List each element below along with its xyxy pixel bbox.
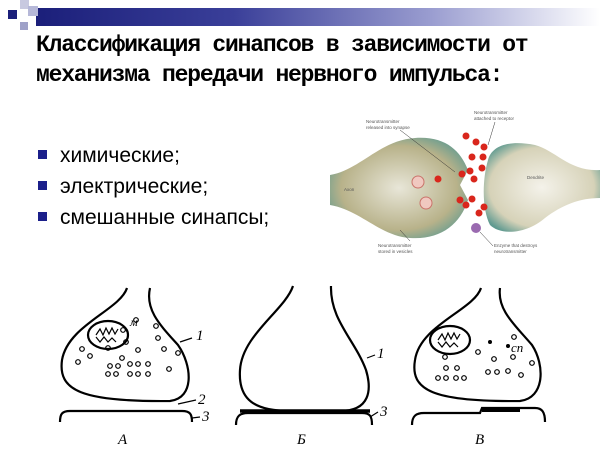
bullet-text: электрические; [60, 175, 209, 198]
label-3: 3 [379, 404, 388, 420]
label-3: 3 [201, 409, 210, 425]
label-enzyme: Enzyme that destroys [494, 243, 538, 248]
decor-square [8, 10, 17, 19]
bullet-item: электрические; [36, 171, 269, 202]
label-attached: Neurotransmitter [474, 110, 508, 115]
decor-square [28, 6, 38, 16]
label-1: 1 [196, 328, 204, 344]
label-stored: Neurotransmitter [378, 243, 412, 248]
label-1: 1 [377, 346, 385, 362]
label-enzyme-2: neurotransmitter [494, 249, 527, 254]
decor-square [20, 22, 28, 30]
label-stored-2: stored in vesicles [378, 249, 413, 254]
bullet-text: химические; [60, 144, 180, 167]
bullet-square-icon [38, 212, 47, 221]
label-axon: Axon [344, 187, 355, 192]
synapse-illustration: Neurotransmitter released into synapse N… [330, 110, 600, 254]
caption-a: А [117, 432, 128, 448]
bullet-square-icon [38, 181, 47, 190]
label-released-2: released into synapse [366, 125, 410, 130]
label-m: м [129, 315, 138, 329]
label-dendrite: Dendrite [527, 175, 545, 180]
header-bar [36, 8, 600, 26]
slide-title: Классификация синапсов в зависимости от … [36, 32, 529, 88]
bullet-list: химические; электрические; смешанные син… [36, 140, 269, 233]
synapse-diagram: м 1 2 3 1 3 сп А Б В [58, 285, 547, 448]
decor-square [20, 0, 29, 9]
label-sp: сп [511, 340, 523, 355]
label-2: 2 [198, 392, 206, 408]
caption-b: Б [296, 432, 306, 448]
label-released: Neurotransmitter [366, 119, 400, 124]
bullet-item: смешанные синапсы; [36, 202, 269, 233]
label-attached-2: attached to receptor [474, 116, 515, 121]
caption-v: В [475, 432, 484, 448]
bullet-item: химические; [36, 140, 269, 171]
bullet-text: смешанные синапсы; [60, 206, 270, 229]
bullet-square-icon [38, 150, 47, 159]
